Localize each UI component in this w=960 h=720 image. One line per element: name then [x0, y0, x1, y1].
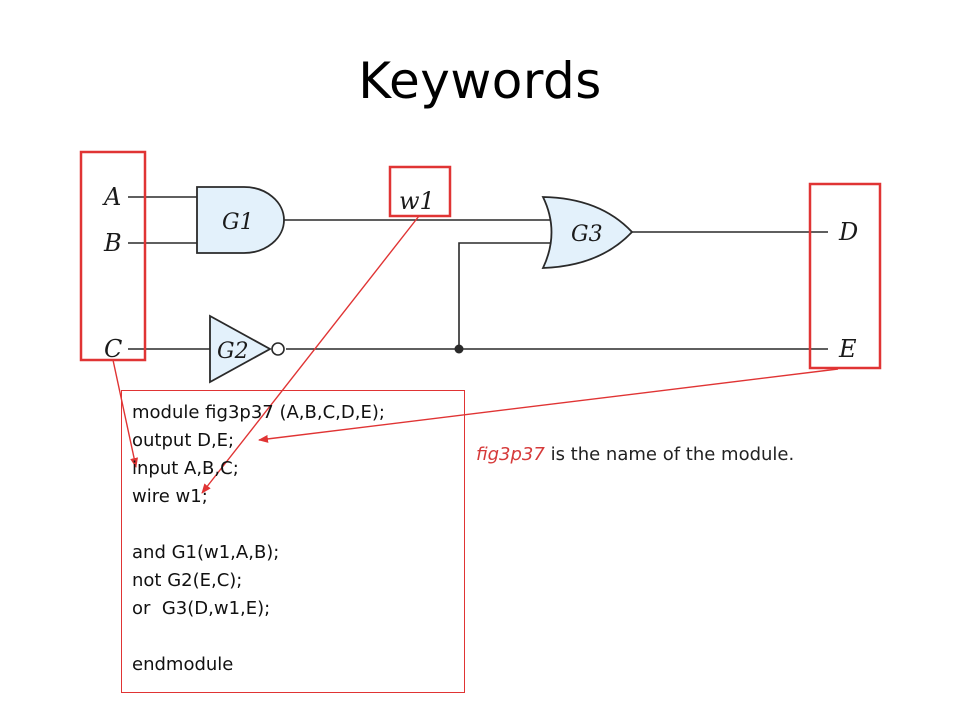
input-label-c: C	[104, 335, 122, 363]
code-line: wire w1;	[132, 486, 208, 507]
gate-label-g3: G3	[571, 222, 603, 247]
code-line: not G2(E,C);	[132, 570, 243, 591]
module-name-note: fig3p37 is the name of the module.	[476, 444, 794, 465]
arrow-outputs-to-code	[258, 368, 839, 443]
junction-dot	[454, 344, 464, 354]
note-text: is the name of the module.	[544, 444, 795, 465]
not-bubble	[271, 342, 285, 356]
gate-label-g1: G1	[222, 210, 254, 235]
and-gate-g1	[196, 186, 285, 254]
wire-label-w1: w1	[399, 187, 435, 215]
outputs-highlight-box	[808, 182, 882, 370]
or-gate-g3	[541, 196, 634, 269]
code-line: endmodule	[132, 654, 234, 675]
code-line	[132, 623, 464, 651]
arrow-inputs-to-code	[112, 359, 139, 468]
verilog-code-box: module fig3p37 (A,B,C,D,E); output D,E; …	[121, 390, 465, 693]
module-name: fig3p37	[476, 444, 545, 465]
input-label-a: A	[102, 183, 121, 211]
code-line: module fig3p37 (A,B,C,D,E);	[132, 402, 385, 423]
wires	[128, 196, 828, 350]
wire-highlight-box	[388, 165, 452, 218]
code-line: input A,B,C;	[132, 458, 239, 479]
code-line	[132, 511, 464, 539]
wire-e-feedback	[458, 242, 552, 349]
output-label-e: E	[838, 335, 857, 363]
code-line: or G3(D,w1,E);	[132, 598, 271, 619]
gate-label-g2: G2	[217, 339, 249, 364]
code-line: and G1(w1,A,B);	[132, 542, 280, 563]
input-label-b: B	[103, 229, 122, 257]
not-gate-g2	[209, 314, 272, 384]
arrow-wire-to-code	[201, 215, 420, 494]
code-line: output D,E;	[132, 430, 235, 451]
output-label-d: D	[838, 218, 858, 246]
slide-title: Keywords	[358, 52, 602, 110]
